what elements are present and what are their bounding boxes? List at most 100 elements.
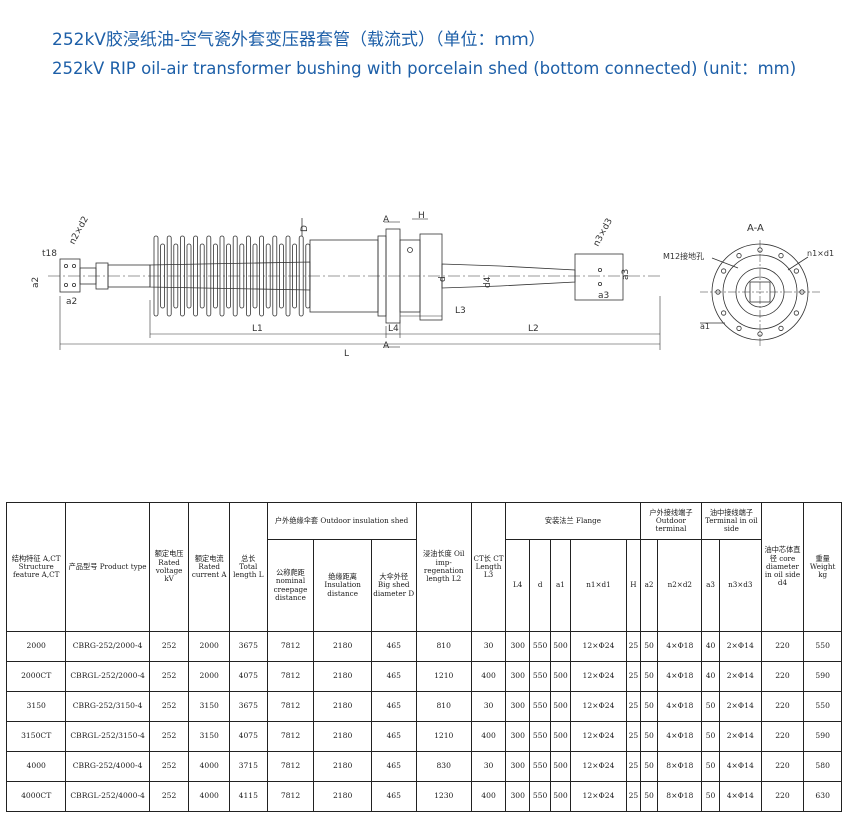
- label-l: L: [344, 349, 349, 359]
- table-cell: 25: [626, 751, 641, 782]
- flange-bolt-hole: [721, 268, 727, 274]
- table-cell: 4000: [188, 751, 231, 782]
- table-cell: 7812: [266, 631, 315, 662]
- porcelain-sheds: [153, 235, 311, 317]
- table-cell: 3150: [5, 691, 67, 722]
- table-cell: 630: [803, 781, 842, 812]
- table-cell: 4×Φ18: [657, 661, 703, 692]
- table-cell: 50: [639, 781, 659, 812]
- table-cell: 25: [626, 631, 641, 662]
- table-cell: 50: [701, 721, 720, 752]
- label-d-big: D: [300, 225, 310, 232]
- label-section-aa: A-A: [747, 223, 764, 234]
- table-cell: 25: [626, 721, 641, 752]
- header-h: H: [626, 539, 641, 632]
- table-cell: 2000: [188, 661, 231, 692]
- big-shed: [245, 235, 251, 317]
- table-cell: CBRGL-252/3150-4: [65, 721, 150, 752]
- label-n3d3: n3×d3: [592, 217, 615, 249]
- table-cell: 3150CT: [5, 721, 67, 752]
- table-cell: 2×Φ14: [718, 631, 762, 662]
- header-big-shed: 大伞外径 Big shed diameter D: [370, 539, 417, 632]
- table-cell: 220: [760, 751, 805, 782]
- table-cell: 12×Φ24: [569, 781, 628, 812]
- table-cell: 300: [505, 631, 531, 662]
- table-cell: 252: [148, 751, 190, 782]
- header-flange-group: 安装法兰 Flange: [505, 502, 641, 540]
- table-cell: 550: [803, 631, 842, 662]
- small-shed: [252, 243, 258, 309]
- table-cell: 40: [701, 661, 720, 692]
- big-shed: [206, 235, 212, 317]
- table-cell: 25: [626, 661, 641, 692]
- header-a2: a2: [639, 539, 659, 632]
- table-cell: 500: [550, 661, 571, 692]
- header-creepage: 公称爬距 nominal creepage distance: [266, 539, 315, 632]
- big-shed: [153, 235, 159, 317]
- table-cell: CBRG-252/3150-4: [65, 691, 150, 722]
- small-shed: [239, 243, 245, 309]
- table-cell: 2180: [313, 691, 372, 722]
- table-cell: 4075: [229, 721, 268, 752]
- table-cell: 30: [470, 631, 507, 662]
- oil-side-terminal: [574, 253, 624, 301]
- header-core-diameter: 油中芯体直径 core diameter in oil side d4: [760, 502, 805, 632]
- table-cell: 300: [505, 721, 531, 752]
- header-n1d1: n1×d1: [569, 539, 628, 632]
- big-shed: [232, 235, 238, 317]
- header-weight: 重量 Weight kg: [803, 502, 842, 632]
- table-cell: 590: [803, 661, 842, 692]
- table-cell: 500: [550, 751, 571, 782]
- label-l3: L3: [455, 306, 466, 316]
- table-cell: 2×Φ14: [718, 721, 762, 752]
- table-cell: 550: [529, 721, 552, 752]
- table-cell: 400: [470, 781, 507, 812]
- label-n2d2: n2×d2: [68, 215, 91, 247]
- header-oil-length: 浸油长度 Oil imp-regenation length L2: [415, 502, 472, 632]
- table-cell: 465: [370, 781, 417, 812]
- table-cell: 7812: [266, 661, 315, 692]
- table-cell: 500: [550, 781, 571, 812]
- label-a2b: a2: [66, 297, 77, 307]
- table-cell: 12×Φ24: [569, 751, 628, 782]
- table-cell: 4075: [229, 661, 268, 692]
- header-current: 额定电流 Rated current A: [188, 502, 231, 632]
- table-cell: CBRGL-252/4000-4: [65, 781, 150, 812]
- flange-bolt-hole: [793, 310, 799, 316]
- table-cell: 4×Φ14: [718, 781, 762, 812]
- table-cell: 220: [760, 631, 805, 662]
- table-cell: 4×Φ18: [657, 691, 703, 722]
- label-a3b: a3: [598, 291, 609, 301]
- table-cell: 2180: [313, 631, 372, 662]
- table-cell: 4×Φ18: [657, 721, 703, 752]
- table-cell: 50: [701, 691, 720, 722]
- label-a2: a2: [31, 277, 41, 288]
- header-a1: a1: [550, 539, 571, 632]
- table-cell: 550: [529, 631, 552, 662]
- table-cell: 50: [701, 751, 720, 782]
- flange-bolt-hole: [778, 325, 784, 331]
- table-cell: 2000: [188, 631, 231, 662]
- header-voltage: 额定电压 Rated voltage kV: [148, 502, 190, 632]
- table-cell: 465: [370, 691, 417, 722]
- table-cell: 30: [470, 751, 507, 782]
- table-cell: 40: [701, 631, 720, 662]
- table-cell: 400: [470, 721, 507, 752]
- small-shed: [199, 243, 205, 309]
- table-cell: 580: [803, 751, 842, 782]
- small-shed: [265, 243, 271, 309]
- table-cell: 220: [760, 661, 805, 692]
- table-cell: 50: [639, 691, 659, 722]
- table-cell: 810: [415, 691, 472, 722]
- page-title-english: 252kV RIP oil-air transformer bushing wi…: [52, 59, 797, 78]
- table-cell: 7812: [266, 721, 315, 752]
- table-cell: 1210: [415, 721, 472, 752]
- header-ct-length: CT长 CT Length L3: [470, 502, 507, 632]
- flange-bolt-hole: [721, 310, 727, 316]
- table-cell: 550: [529, 751, 552, 782]
- table-cell: 400: [470, 661, 507, 692]
